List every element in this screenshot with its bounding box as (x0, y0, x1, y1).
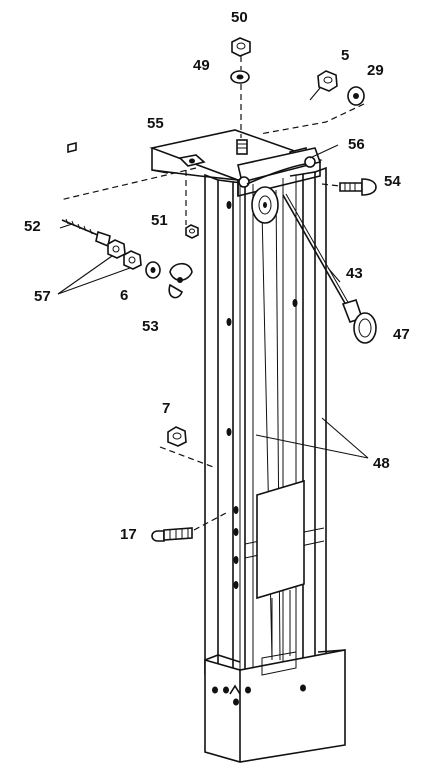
callout-43: 43 (346, 265, 363, 282)
snap-hook (353, 312, 377, 344)
frame-hole (233, 506, 239, 514)
top-hardware (230, 37, 365, 138)
callout-50: 50 (231, 9, 248, 26)
frame-hole (292, 299, 298, 307)
weight-carriage (256, 479, 305, 600)
screw-52 (61, 219, 101, 237)
callout-57: 57 (34, 288, 51, 305)
callout-49: 49 (193, 57, 210, 74)
callout-labels: 50 49 5 29 55 56 54 52 51 43 57 6 53 47 … (24, 9, 410, 543)
left-hardware (59, 167, 199, 299)
bolt-17 (151, 512, 227, 542)
wing-nut-53 (169, 262, 193, 282)
nut-5 (317, 70, 338, 92)
nut-51 (185, 224, 199, 239)
callout-47: 47 (393, 326, 410, 343)
callout-6: 6 (120, 287, 128, 304)
frame-hole (226, 428, 232, 436)
cable-assembly (282, 193, 377, 344)
callout-48: 48 (373, 455, 390, 472)
pulley-bracket (237, 147, 322, 224)
callout-55: 55 (147, 115, 164, 132)
callout-7: 7 (162, 400, 170, 417)
callout-53: 53 (142, 318, 159, 335)
callout-17: 17 (120, 526, 137, 543)
frame-hole (233, 556, 239, 564)
callout-56: 56 (348, 136, 365, 153)
frame-base (204, 649, 346, 763)
nut-57b (123, 250, 142, 270)
frame-hole (233, 581, 239, 589)
callout-5: 5 (341, 47, 349, 64)
leader-lines (57, 87, 369, 459)
frame-hole (233, 528, 239, 536)
nut-7-group (159, 426, 217, 469)
nut-50 (231, 37, 251, 57)
callout-52: 52 (24, 218, 41, 235)
frame-hole (226, 318, 232, 326)
callout-51: 51 (151, 212, 168, 229)
callout-29: 29 (367, 62, 384, 79)
nut-57a (107, 239, 126, 259)
bolt-54 (321, 178, 377, 196)
upright-frame (204, 166, 327, 684)
frame-hole (226, 201, 232, 209)
nut-7 (167, 426, 187, 447)
callout-54: 54 (384, 173, 401, 190)
